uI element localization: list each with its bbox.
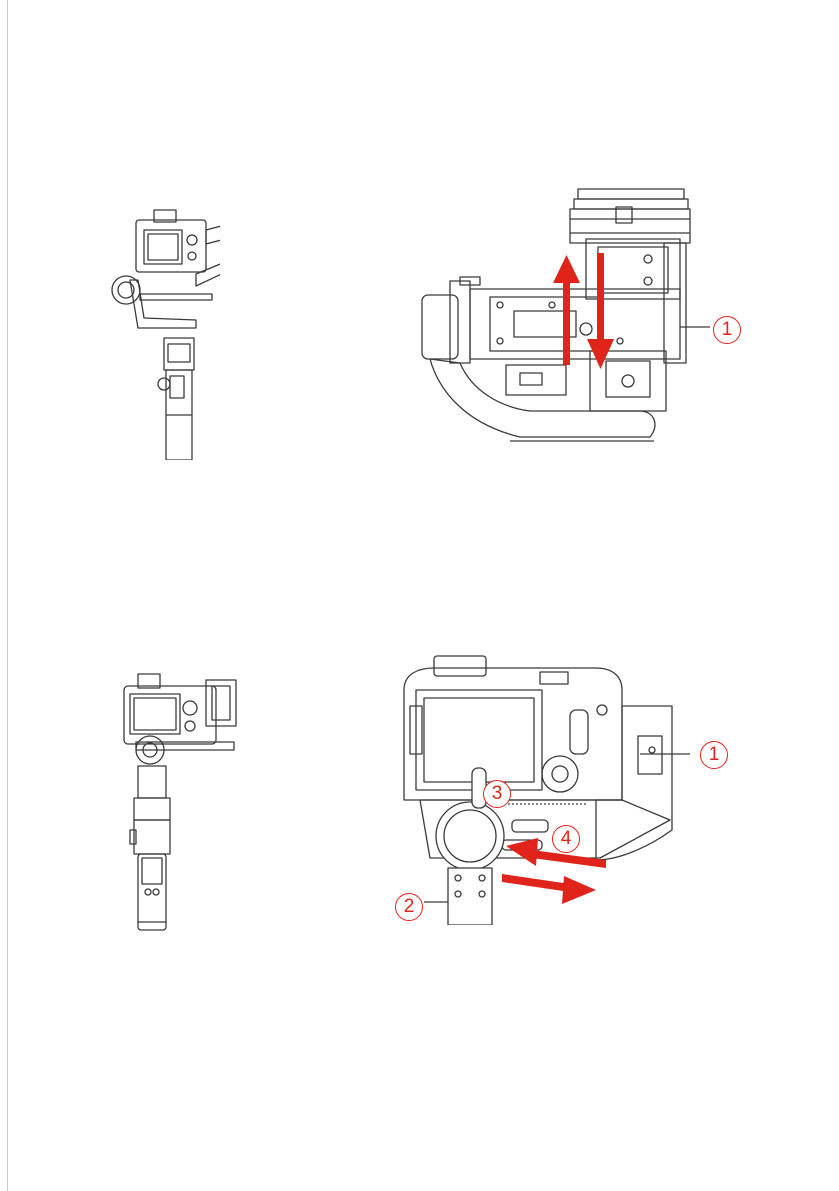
page-edge-line [0, 0, 8, 1191]
left-arrow-shaft [532, 850, 606, 868]
callout-4: 4 [552, 825, 580, 853]
callout-2: 2 [395, 893, 423, 921]
left-arrow-icon [506, 838, 538, 866]
down-arrow-icon [587, 339, 614, 369]
figure-1-detail [410, 185, 710, 460]
figure-2-overview [110, 660, 250, 935]
camera-slide-adjust-icon [390, 650, 690, 925]
callout-1-bottom: 1 [700, 741, 728, 769]
callout-1-top: 1 [713, 316, 741, 344]
up-arrow-icon [553, 255, 580, 283]
figure-2-detail [390, 650, 690, 925]
right-arrow-icon [562, 876, 596, 904]
callout-3: 3 [483, 780, 511, 808]
right-arrow-shaft [502, 874, 570, 892]
gimbal-rear-view-icon [110, 660, 250, 935]
up-arrow-shaft [563, 281, 570, 365]
gimbal-front-view-icon [100, 200, 220, 460]
quick-release-mount-icon [410, 185, 710, 460]
figure-1-overview [100, 200, 220, 460]
